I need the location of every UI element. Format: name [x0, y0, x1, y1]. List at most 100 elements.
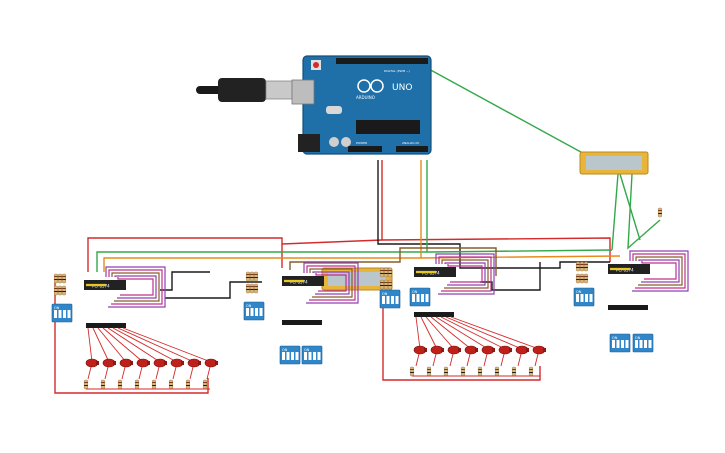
- led[interactable]: [136, 358, 150, 380]
- resistor[interactable]: [658, 207, 663, 218]
- resistor[interactable]: [134, 379, 139, 390]
- resistor[interactable]: [384, 267, 389, 278]
- resistor[interactable]: [62, 285, 67, 296]
- led[interactable]: [119, 358, 133, 380]
- resistor[interactable]: [576, 261, 581, 272]
- resistor[interactable]: [253, 283, 258, 294]
- dip-toggle[interactable]: [644, 340, 647, 348]
- dip-toggle[interactable]: [286, 352, 290, 360]
- resistor[interactable]: [576, 273, 581, 284]
- resistor[interactable]: [444, 366, 449, 377]
- dip-toggle[interactable]: [259, 308, 263, 316]
- dip-toggle[interactable]: [255, 308, 258, 316]
- resistor[interactable]: [384, 279, 389, 290]
- resistor[interactable]: [584, 261, 589, 272]
- resistor[interactable]: [410, 366, 415, 377]
- resistor[interactable]: [580, 273, 585, 284]
- dip-toggle[interactable]: [308, 352, 312, 360]
- resistor[interactable]: [245, 271, 250, 282]
- dip-toggle[interactable]: [639, 340, 643, 348]
- resistor[interactable]: [253, 271, 258, 282]
- dip-toggle[interactable]: [412, 294, 415, 302]
- led[interactable]: [187, 358, 201, 380]
- dip-switch[interactable]: ON: [632, 333, 654, 353]
- led[interactable]: [447, 345, 461, 367]
- dip-switch[interactable]: ON: [301, 345, 323, 365]
- resistor[interactable]: [58, 273, 63, 284]
- dip-toggle[interactable]: [585, 294, 588, 302]
- resistor[interactable]: [380, 267, 385, 278]
- dip-switch[interactable]: ON: [51, 303, 73, 323]
- resistor[interactable]: [168, 379, 173, 390]
- dip-switch[interactable]: ON: [573, 287, 595, 307]
- dip-toggle[interactable]: [648, 340, 652, 348]
- resistor[interactable]: [529, 366, 534, 377]
- dip-toggle[interactable]: [616, 340, 620, 348]
- dip-toggle[interactable]: [250, 308, 254, 316]
- led[interactable]: [430, 345, 444, 367]
- dip-toggle[interactable]: [58, 310, 62, 318]
- dip-toggle[interactable]: [313, 352, 316, 360]
- led[interactable]: [102, 358, 116, 380]
- resistor[interactable]: [249, 283, 254, 294]
- arduino-board[interactable]: UNO ARDUINO DIGITAL (PWM ~) POWER ANALOG…: [196, 55, 432, 155]
- dip-toggle[interactable]: [395, 296, 399, 304]
- dip-toggle[interactable]: [291, 352, 294, 360]
- resistor[interactable]: [580, 261, 585, 272]
- led[interactable]: [85, 358, 99, 380]
- resistor[interactable]: [54, 285, 59, 296]
- resistor[interactable]: [151, 379, 156, 390]
- dip-toggle[interactable]: [625, 340, 629, 348]
- resistor[interactable]: [512, 366, 517, 377]
- dip-toggle[interactable]: [416, 294, 420, 302]
- dip-toggle[interactable]: [391, 296, 394, 304]
- dip-toggle[interactable]: [421, 294, 424, 302]
- led[interactable]: [170, 358, 184, 380]
- led[interactable]: [498, 345, 512, 367]
- led[interactable]: [515, 345, 529, 367]
- dip-toggle[interactable]: [612, 340, 615, 348]
- dip-switch[interactable]: ON: [379, 289, 401, 309]
- dip-toggle[interactable]: [386, 296, 390, 304]
- resistor[interactable]: [100, 379, 105, 390]
- resistor[interactable]: [185, 379, 190, 390]
- resistor[interactable]: [388, 267, 393, 278]
- resistor[interactable]: [202, 379, 207, 390]
- led[interactable]: [464, 345, 478, 367]
- dip-toggle[interactable]: [580, 294, 584, 302]
- led[interactable]: [204, 358, 218, 380]
- dip-switch[interactable]: ON: [243, 301, 265, 321]
- dip-switch[interactable]: ON: [409, 287, 431, 307]
- led[interactable]: [481, 345, 495, 367]
- resistor[interactable]: [245, 283, 250, 294]
- led[interactable]: [413, 345, 427, 367]
- dip-toggle[interactable]: [67, 310, 71, 318]
- resistor[interactable]: [380, 279, 385, 290]
- lcd-display-right[interactable]: [579, 151, 649, 175]
- led[interactable]: [153, 358, 167, 380]
- resistor[interactable]: [54, 273, 59, 284]
- dip-toggle[interactable]: [425, 294, 429, 302]
- dip-toggle[interactable]: [282, 352, 285, 360]
- led[interactable]: [532, 345, 546, 367]
- dip-toggle[interactable]: [382, 296, 385, 304]
- dip-toggle[interactable]: [635, 340, 638, 348]
- resistor[interactable]: [249, 271, 254, 282]
- resistor[interactable]: [495, 366, 500, 377]
- dip-toggle[interactable]: [63, 310, 66, 318]
- dip-switch[interactable]: ON: [279, 345, 301, 365]
- dip-toggle[interactable]: [589, 294, 593, 302]
- resistor[interactable]: [584, 273, 589, 284]
- dip-toggle[interactable]: [295, 352, 299, 360]
- resistor[interactable]: [461, 366, 466, 377]
- dip-toggle[interactable]: [304, 352, 307, 360]
- dip-toggle[interactable]: [54, 310, 57, 318]
- resistor[interactable]: [478, 366, 483, 377]
- dip-switch[interactable]: ON: [609, 333, 631, 353]
- dip-toggle[interactable]: [576, 294, 579, 302]
- resistor[interactable]: [58, 285, 63, 296]
- dip-toggle[interactable]: [317, 352, 321, 360]
- resistor[interactable]: [117, 379, 122, 390]
- dip-toggle[interactable]: [246, 308, 249, 316]
- lcd-display-center[interactable]: [321, 267, 393, 291]
